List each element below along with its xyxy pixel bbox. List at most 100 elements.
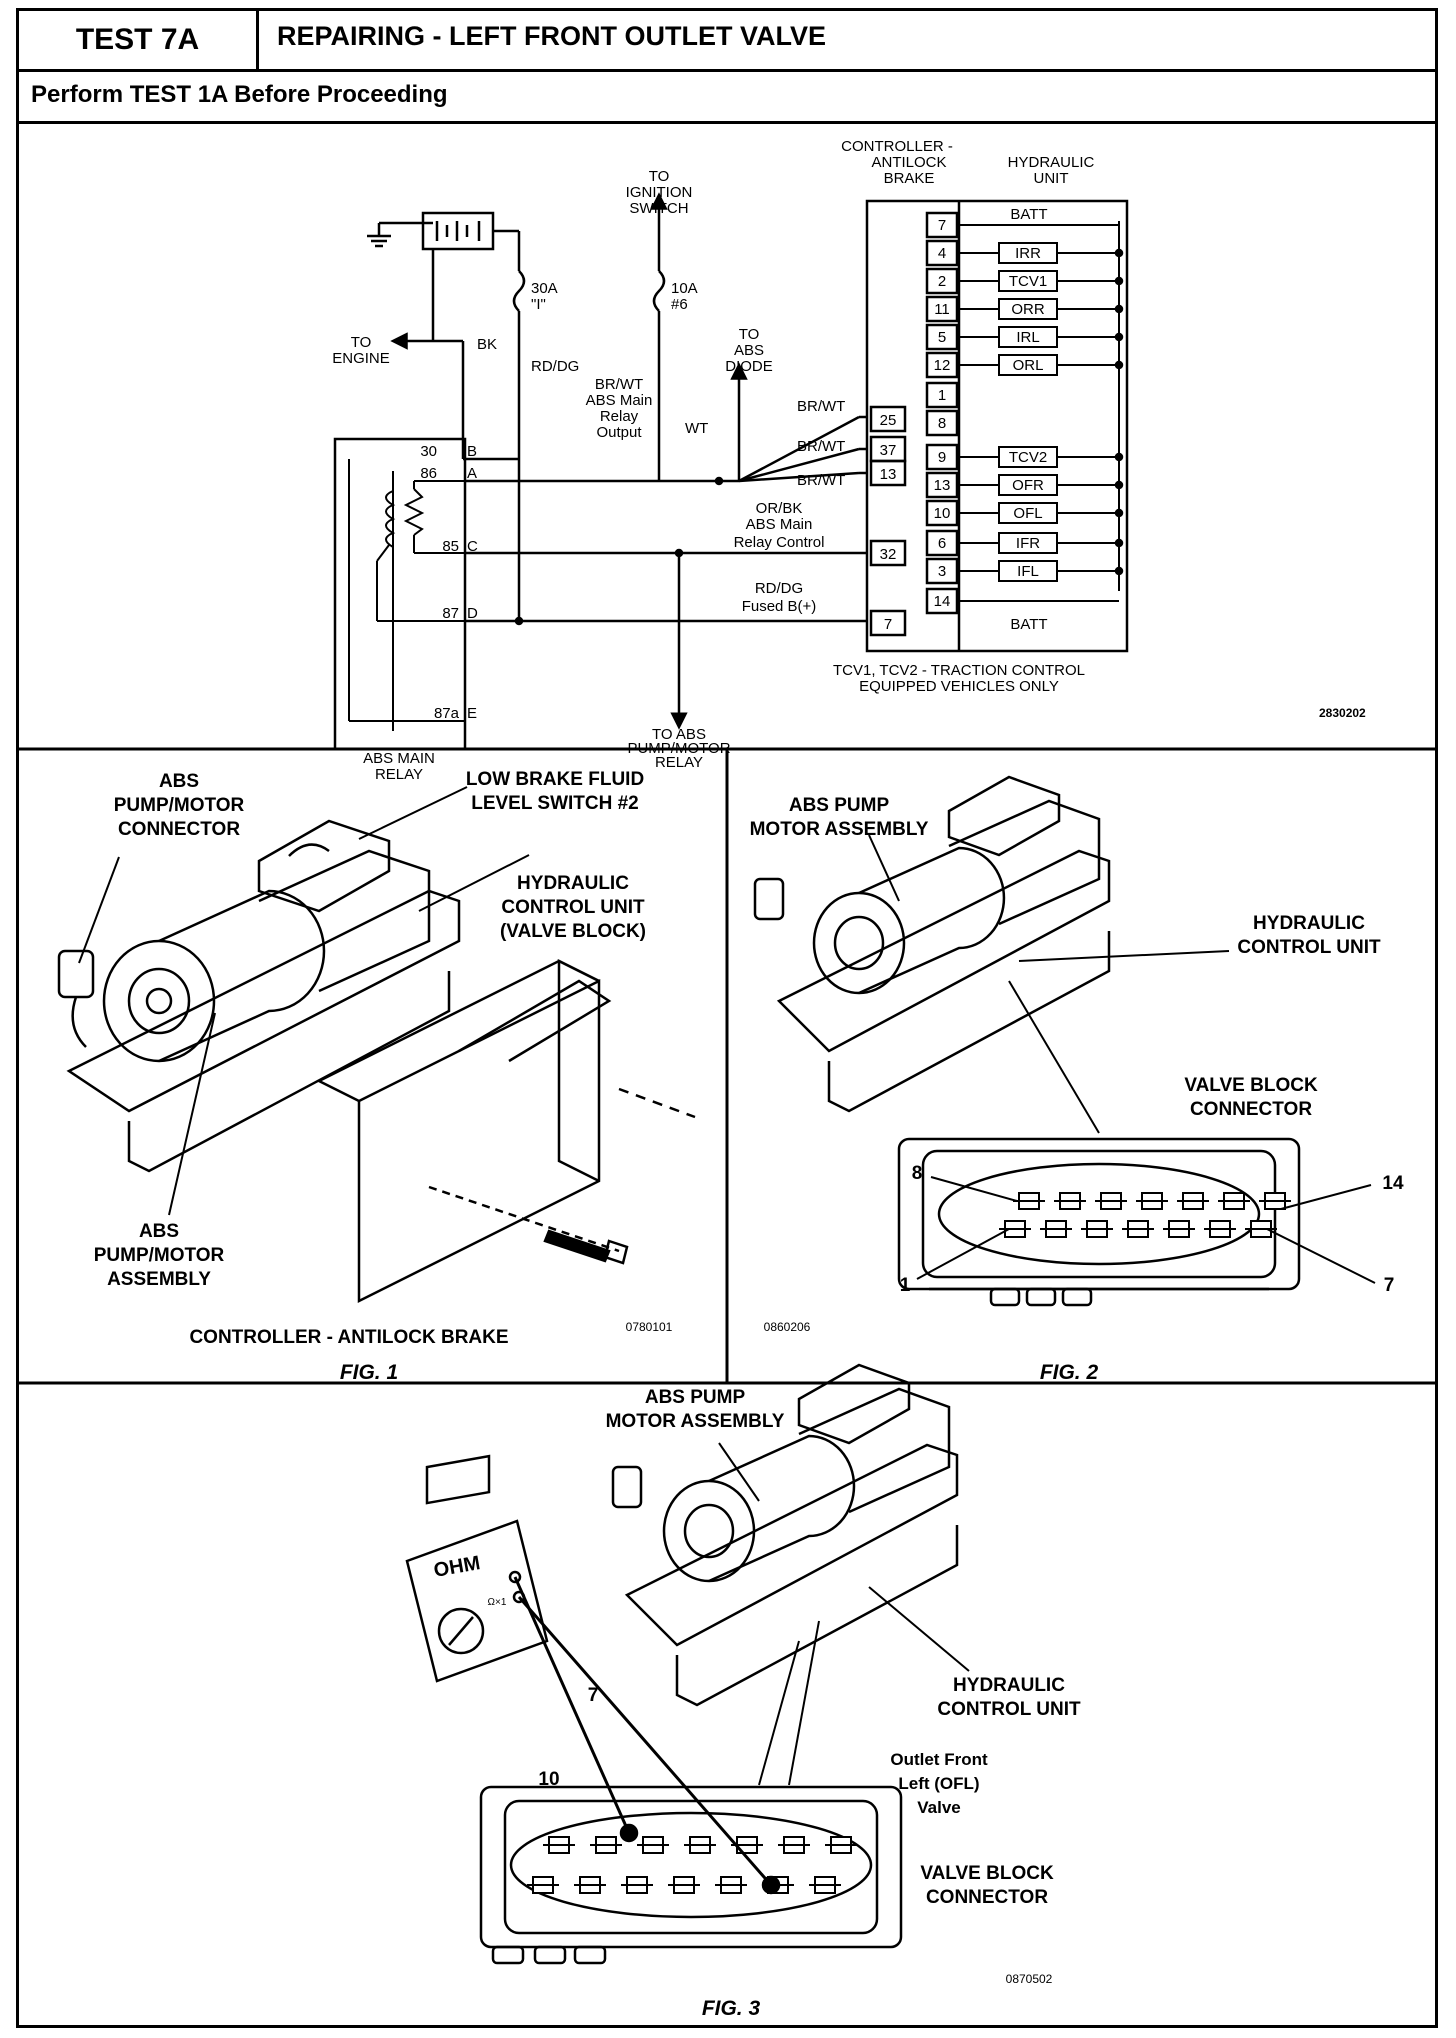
inner-pin-13: 13 xyxy=(934,477,951,494)
fig3-illustration xyxy=(405,1363,959,1965)
fig3-valve-block-2: CONNECTOR xyxy=(926,1887,1048,1908)
schematic-labels: CONTROLLER - ANTILOCK BRAKE HYDRAULIC UN… xyxy=(332,138,1366,783)
inner-pin-1: 1 xyxy=(938,387,946,404)
abs-diode-label-2: ABS xyxy=(734,342,764,359)
fig3-pump-motor-2: MOTOR ASSEMBLY xyxy=(606,1411,785,1432)
valve-label-tcv2: TCV2 xyxy=(1009,449,1047,466)
valve-box xyxy=(998,502,1058,524)
fig1-pump-connector-2: PUMP/MOTOR xyxy=(114,795,245,816)
valve-label-ifr: IFR xyxy=(1016,535,1040,552)
inner-pin-14: 14 xyxy=(934,593,951,610)
fig2-pin-7: 7 xyxy=(1384,1275,1395,1296)
valve-label-orl: ORL xyxy=(1013,357,1044,374)
fig1-caption: FIG. 1 xyxy=(340,1361,398,1384)
controller-label-1: CONTROLLER - xyxy=(841,138,953,155)
fig1-hcu-3: (VALVE BLOCK) xyxy=(500,921,646,942)
valve-box xyxy=(998,532,1058,554)
valve-label-irl: IRL xyxy=(1016,329,1039,346)
fig1-ref-code: 0780101 xyxy=(626,1320,673,1334)
orbk-label-3: Relay Control xyxy=(734,534,825,551)
fuse-30a-label-2: "I" xyxy=(531,296,546,313)
fig2-valve-block-2: CONNECTOR xyxy=(1190,1099,1312,1120)
fig3-meter-label: OHM xyxy=(432,1552,482,1582)
relay-pin-86: 86 xyxy=(420,465,437,482)
wire-rddg-label: RD/DG xyxy=(531,358,579,375)
fig1-hcu-2: CONTROL UNIT xyxy=(501,897,645,918)
relay-pin-30: 30 xyxy=(420,443,437,460)
inner-pin-box xyxy=(925,557,959,585)
inner-pin-box xyxy=(925,323,959,351)
traction-note-1: TCV1, TCV2 - TRACTION CONTROL xyxy=(833,662,1085,679)
relay-letter-c: C xyxy=(467,538,478,555)
fig2-caption: FIG. 2 xyxy=(1040,1361,1099,1384)
valve-box xyxy=(998,270,1058,292)
ctrl-pin-25: 25 xyxy=(880,412,897,429)
relay-letter-d: D xyxy=(467,605,478,622)
fig3-labels: ABS PUMP MOTOR ASSEMBLY HYDRAULIC CONTRO… xyxy=(432,1387,1081,2020)
inner-pin-box xyxy=(925,409,959,437)
valve-label-irr: IRR xyxy=(1015,245,1041,262)
relay-pin-87a: 87a xyxy=(434,705,460,722)
controller-label-3: BRAKE xyxy=(884,170,935,187)
abs-main-relay xyxy=(333,437,467,751)
orbk-label-2: ABS Main xyxy=(746,516,813,533)
relay-label-1: ABS MAIN xyxy=(363,750,435,767)
subtitle: Perform TEST 1A Before Proceeding xyxy=(31,81,448,108)
inner-pin-box xyxy=(925,587,959,615)
hcu-label-1: HYDRAULIC xyxy=(1008,154,1095,171)
fused-label-1: RD/DG xyxy=(755,580,803,597)
batt-top-label: BATT xyxy=(1010,206,1047,223)
inner-pin-box xyxy=(925,267,959,295)
wire-wt-label: WT xyxy=(685,420,708,437)
fig2-hcu-2: CONTROL UNIT xyxy=(1237,937,1381,958)
inner-pin-6: 6 xyxy=(938,535,946,552)
pump-relay-label-1: TO ABS xyxy=(652,726,706,743)
valve-box xyxy=(998,560,1058,582)
diagram-canvas: CONTROLLER - ANTILOCK BRAKE HYDRAULIC UN… xyxy=(19,138,1435,2020)
abs-diode-label-1: TO xyxy=(739,326,760,343)
fig1-pump-connector-1: ABS xyxy=(159,771,199,792)
inner-pin-box xyxy=(925,211,959,239)
valve-box xyxy=(998,446,1058,468)
ctrl-pin-13: 13 xyxy=(880,466,897,483)
inner-pin-10: 10 xyxy=(934,505,951,522)
inner-pin-box xyxy=(925,529,959,557)
fig1-pump-assembly-3: ASSEMBLY xyxy=(107,1269,211,1290)
inner-pin-box xyxy=(925,381,959,409)
header: TEST 7A REPAIRING - LEFT FRONT OUTLET VA… xyxy=(19,11,1435,72)
inner-pin-4: 4 xyxy=(938,245,946,262)
valve-box xyxy=(998,242,1058,264)
inner-pin-box xyxy=(925,443,959,471)
relay-pin-87: 87 xyxy=(442,605,459,622)
wire-bk-label: BK xyxy=(477,336,497,353)
fuse-10a-label-1: 10A xyxy=(671,280,698,297)
wiring-schematic xyxy=(333,192,1129,751)
inner-pin-9: 9 xyxy=(938,449,946,466)
fig3-ofl-3: Valve xyxy=(917,1798,961,1817)
inner-pin-11: 11 xyxy=(934,301,950,318)
ignition-label-2: IGNITION xyxy=(626,184,693,201)
brwt-main-label-4: Output xyxy=(596,424,642,441)
inner-pin-box xyxy=(925,471,959,499)
engine-label-2: ENGINE xyxy=(332,350,390,367)
valve-label-ifl: IFL xyxy=(1017,563,1039,580)
page-frame: TEST 7A REPAIRING - LEFT FRONT OUTLET VA… xyxy=(16,8,1438,2028)
test-title: REPAIRING - LEFT FRONT OUTLET VALVE xyxy=(277,21,826,51)
ctrl-pin-32: 32 xyxy=(880,546,897,563)
brwt-main-label-1: BR/WT xyxy=(595,376,643,393)
fig3-lead-7: 7 xyxy=(588,1685,599,1706)
brwt-label-37: BR/WT xyxy=(797,438,845,455)
pump-relay-label-3: RELAY xyxy=(655,754,703,771)
fig2-labels: ABS PUMP MOTOR ASSEMBLY HYDRAULIC CONTRO… xyxy=(750,795,1404,1384)
fuse-30a-label-1: 30A xyxy=(531,280,558,297)
fig3-valve-block-1: VALVE BLOCK xyxy=(920,1863,1054,1884)
inner-pin-3: 3 xyxy=(938,563,946,580)
controller-block xyxy=(865,199,1129,653)
fig3-ofl-2: Left (OFL) xyxy=(898,1774,979,1793)
relay-pin-85: 85 xyxy=(442,538,459,555)
engine-label-1: TO xyxy=(351,334,372,351)
brwt-label-13: BR/WT xyxy=(797,472,845,489)
valve-label-ofr: OFR xyxy=(1012,477,1044,494)
inner-pin-2: 2 xyxy=(938,273,946,290)
pump-relay-label-2: PUMP/MOTOR xyxy=(627,740,730,757)
